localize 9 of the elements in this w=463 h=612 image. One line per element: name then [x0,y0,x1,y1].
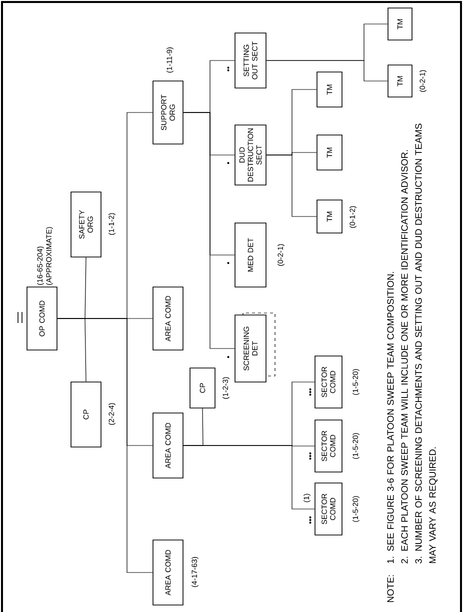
connector-line [266,24,388,61]
connector-line [266,89,317,156]
connector-line [183,382,315,446]
note-text: 3. NUMBER OF SCREENING DETACHMENTS AND SETTING OUT AND DUD DESTRUCTION TEAMS MAY VARY AS REQUIRED. [415,124,438,564]
connector-line [57,112,153,319]
connector-line [183,60,235,113]
note-text: 1. SEE FIGURE 3-6 FOR PLATOON SWEEP TEAM COMPOSITION. [387,272,394,564]
note-label: NOTE: [387,575,394,602]
note-text: 2. EACH PLATOON SWEEP TEAM WILL INCLUDE ONE OR MORE IDENTIFICATION ADVISOR. [401,150,408,564]
